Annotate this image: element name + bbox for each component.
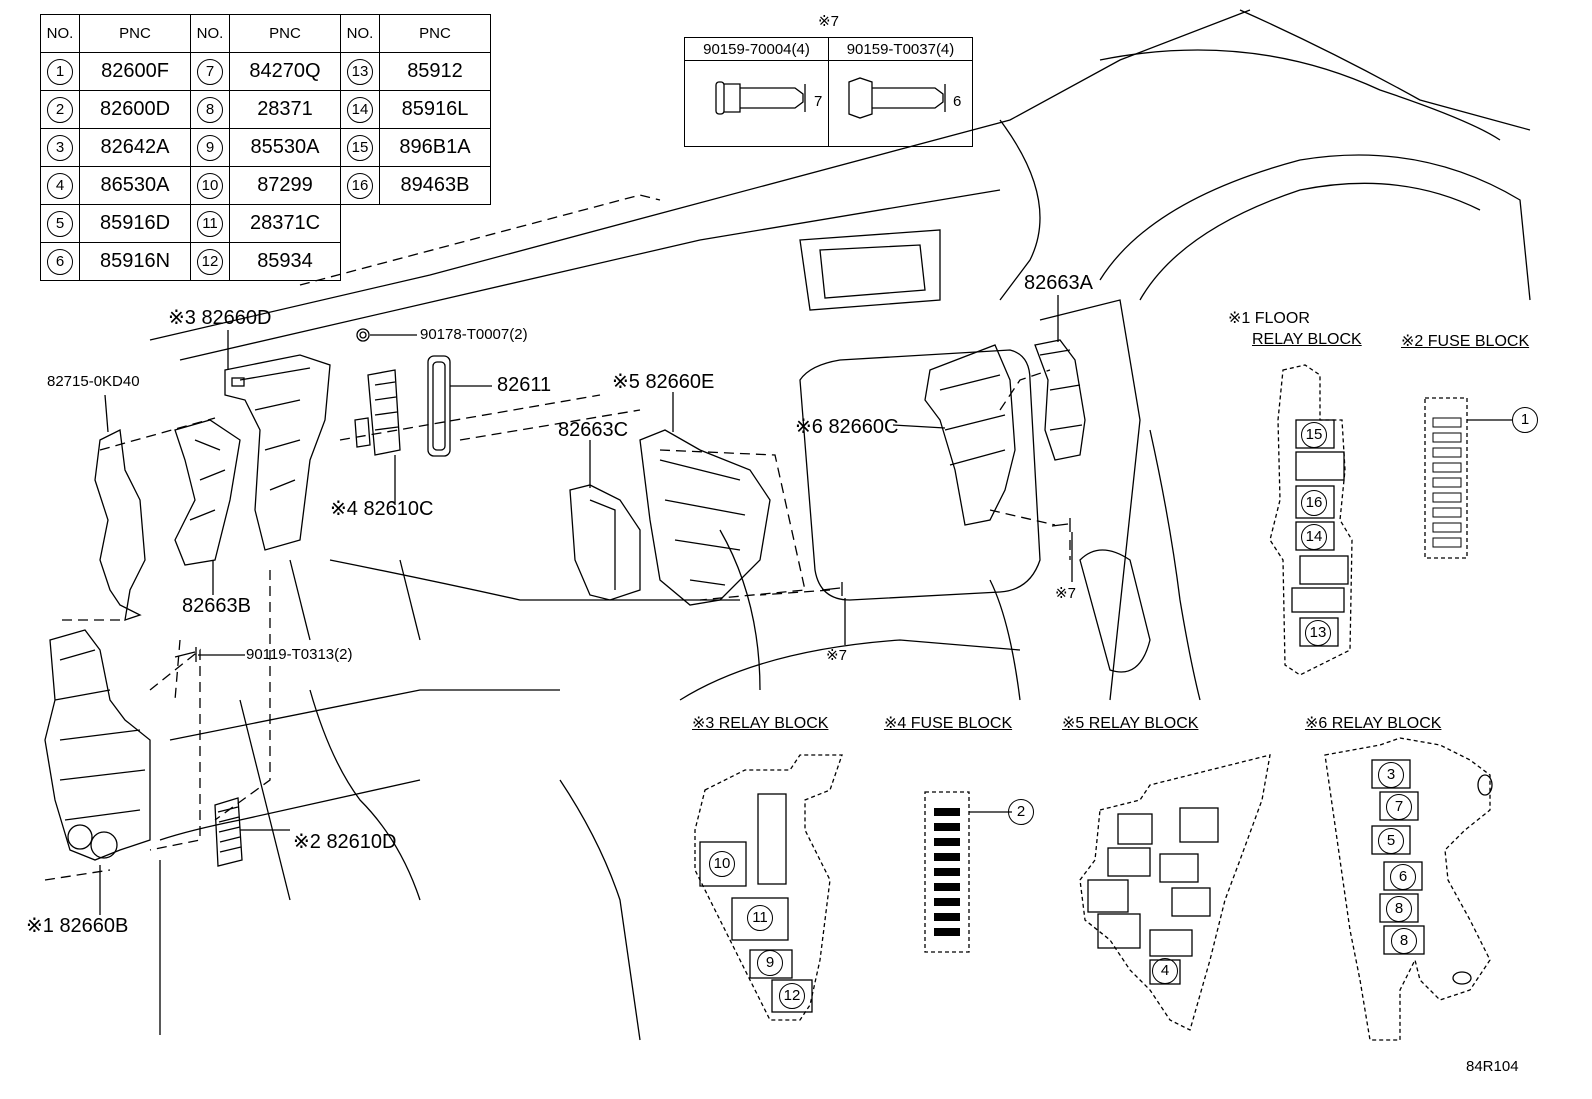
bolt-part-number: 90159-70004(4) [684, 37, 829, 61]
pnc-code: 84270Q [229, 52, 341, 91]
pnc-table: NO. PNC NO. PNC NO. PNC 1 82600F 7 84270… [40, 14, 491, 281]
item-number: 9 [197, 134, 223, 161]
item-number: 6 [47, 248, 73, 275]
pnc-code: 896B1A [379, 128, 491, 167]
item-number: 3 [47, 134, 73, 161]
callout-number: 10 [709, 851, 735, 877]
callout-number: 11 [747, 905, 773, 931]
pnc-code: 89463B [379, 166, 491, 205]
item-number: 5 [47, 210, 73, 237]
part-label: 90178-T0007(2) [420, 326, 528, 343]
part-label: ※7 [1055, 585, 1076, 602]
item-number: 11 [197, 210, 223, 237]
item-number: 15 [347, 134, 373, 161]
pnc-code: 82600D [79, 90, 191, 129]
bolt-part-number: 90159-T0037(4) [828, 37, 973, 61]
part-label: ※3 82660D [168, 307, 272, 329]
part-label: 82663C [558, 419, 629, 441]
bolt-table: 90159-70004(4) 90159-T0037(4) [684, 37, 973, 147]
item-number: 10 [197, 172, 223, 199]
part-label: ※6 82660C [795, 416, 899, 438]
pnc-code: 85916L [379, 90, 491, 129]
part-label: 90119-T0313(2) [246, 646, 353, 663]
callout-number: 7 [1386, 794, 1412, 820]
part-label: 82663B [182, 595, 251, 617]
item-number: 13 [347, 58, 373, 85]
pnc-code: 28371C [229, 204, 341, 243]
part-label: ※1 82660B [26, 915, 129, 937]
table-row: 4 86530A 10 87299 16 89463B [40, 166, 491, 205]
part-label: 82715-0KD40 [47, 373, 140, 390]
callout-number: 1 [1512, 407, 1538, 433]
table-row: 1 82600F 7 84270Q 13 85912 [40, 52, 491, 91]
pnc-code: 85916D [79, 204, 191, 243]
item-number: 1 [47, 58, 73, 85]
callout-number: 3 [1378, 762, 1404, 788]
pnc-code: 28371 [229, 90, 341, 129]
pnc-code: 82642A [79, 128, 191, 167]
figure-code: 84R104 [1466, 1058, 1519, 1075]
item-number: 4 [47, 172, 73, 199]
part-label: ※5 82660E [612, 371, 715, 393]
bolt-dimension: 6 [953, 93, 962, 110]
pnc-code: 87299 [229, 166, 341, 205]
item-number: 8 [197, 96, 223, 123]
header-pnc: PNC [379, 14, 491, 53]
bolt-dimension: 7 [814, 93, 823, 110]
item-number: 14 [347, 96, 373, 123]
callout-number: 12 [779, 983, 805, 1009]
section-title: ※1 FLOOR [1228, 310, 1310, 327]
callout-number: 8 [1391, 928, 1417, 954]
pnc-code: 86530A [79, 166, 191, 205]
callout-number: 2 [1008, 799, 1034, 825]
header-no: NO. [40, 14, 80, 53]
part-label: ※7 [826, 647, 847, 664]
callout-number: 8 [1386, 896, 1412, 922]
header-no: NO. [190, 14, 230, 53]
item-number: 7 [197, 58, 223, 85]
callout-number: 4 [1152, 958, 1178, 984]
pnc-code: 85912 [379, 52, 491, 91]
callout-number: 16 [1301, 490, 1327, 516]
table-row: 3 82642A 9 85530A 15 896B1A [40, 128, 491, 167]
header-pnc: PNC [79, 14, 191, 53]
callout-number: 5 [1378, 828, 1404, 854]
part-label: 82611 [497, 374, 552, 396]
part-label: ※4 82610C [330, 498, 434, 520]
pnc-code: 85530A [229, 128, 341, 167]
section-title: ※5 RELAY BLOCK [1062, 715, 1199, 732]
section-title: ※3 RELAY BLOCK [692, 715, 829, 732]
part-label: 82663A [1024, 272, 1093, 294]
callout-number: 14 [1301, 524, 1327, 550]
header-pnc: PNC [229, 14, 341, 53]
item-number: 12 [197, 248, 223, 275]
pnc-code: 85934 [229, 242, 341, 281]
table-row: 6 85916N 12 85934 [40, 242, 491, 281]
pnc-code: 85916N [79, 242, 191, 281]
part-label: ※2 82610D [293, 831, 397, 853]
callout-number: 6 [1390, 864, 1416, 890]
header-no: NO. [340, 14, 380, 53]
section-title: RELAY BLOCK [1252, 331, 1362, 348]
callout-number: 13 [1305, 620, 1331, 646]
item-number: 16 [347, 172, 373, 199]
section-title: ※2 FUSE BLOCK [1401, 333, 1530, 350]
item-number: 2 [47, 96, 73, 123]
callout-number: 15 [1301, 422, 1327, 448]
pnc-code: 82600F [79, 52, 191, 91]
callout-number: 9 [757, 950, 783, 976]
table-row: 5 85916D 11 28371C [40, 204, 491, 243]
table-row: 2 82600D 8 28371 14 85916L [40, 90, 491, 129]
bolt-table-title: ※7 [818, 13, 839, 30]
section-title: ※4 FUSE BLOCK [884, 715, 1013, 732]
section-title: ※6 RELAY BLOCK [1305, 715, 1442, 732]
